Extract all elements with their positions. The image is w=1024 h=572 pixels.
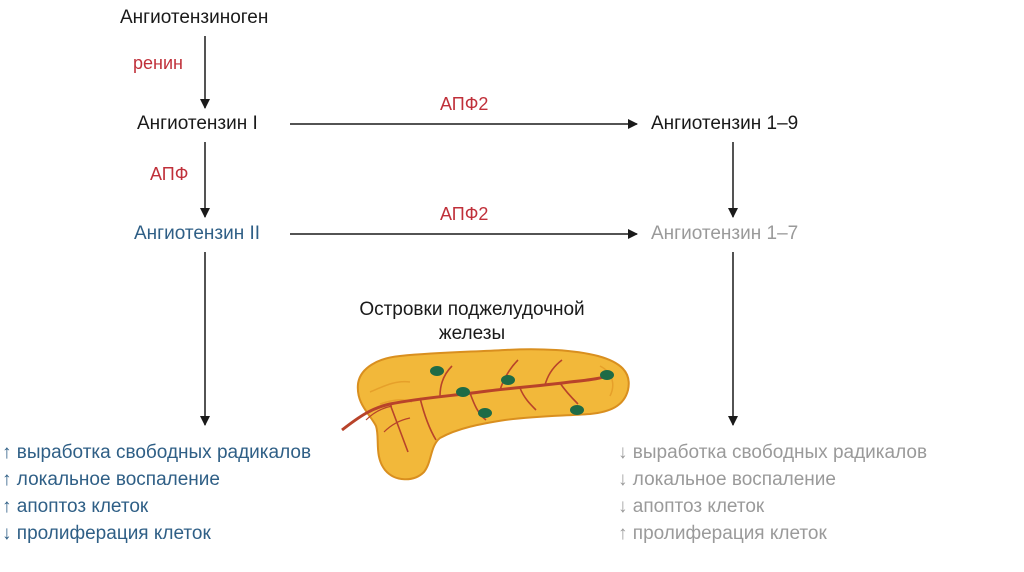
effects-list-left: ↑ выработка свободных радикалов ↑ локаль… xyxy=(2,439,311,547)
node-angiotensinogen: Ангиотензиноген xyxy=(120,7,269,28)
pancreas-caption: Островки поджелудочной железы xyxy=(322,298,622,346)
node-angiotensin-2: Ангиотензин II xyxy=(134,223,261,244)
effect-right-item: ↓ локальное воспаление xyxy=(618,469,836,490)
effect-right-item: ↑ пролиферация клеток xyxy=(618,523,827,544)
node-angiotensin-1-9: Ангиотензин 1–9 xyxy=(651,113,799,134)
effect-left-item: ↑ локальное воспаление xyxy=(2,469,220,490)
islet-dot-1 xyxy=(430,366,444,376)
islet-dot-2 xyxy=(456,387,470,397)
pancreas-caption-line1: Островки поджелудочной xyxy=(359,299,585,320)
enzyme-renin: ренин xyxy=(133,53,183,73)
effect-right-item: ↓ выработка свободных радикалов xyxy=(618,442,928,463)
islet-dot-5 xyxy=(570,405,584,415)
enzyme-ace2-top: АПФ2 xyxy=(440,94,489,114)
effect-right-item: ↓ апоптоз клеток xyxy=(618,496,765,517)
pancreas-caption-line2: железы xyxy=(438,323,506,344)
enzyme-ace2-bottom: АПФ2 xyxy=(440,204,489,224)
effects-list-right: ↓ выработка свободных радикалов ↓ локаль… xyxy=(618,439,927,547)
effect-left-item: ↓ пролиферация клеток xyxy=(2,523,211,544)
effect-left-item: ↑ апоптоз клеток xyxy=(2,496,149,517)
node-angiotensin-1-7: Ангиотензин 1–7 xyxy=(651,223,799,244)
enzyme-ace: АПФ xyxy=(150,164,189,184)
islet-dot-4 xyxy=(478,408,492,418)
node-angiotensin-1: Ангиотензин I xyxy=(137,113,258,134)
islet-dot-6 xyxy=(600,370,614,380)
effect-left-item: ↑ выработка свободных радикалов xyxy=(2,442,312,463)
islet-dot-3 xyxy=(501,375,515,385)
pancreas-icon xyxy=(341,348,630,481)
